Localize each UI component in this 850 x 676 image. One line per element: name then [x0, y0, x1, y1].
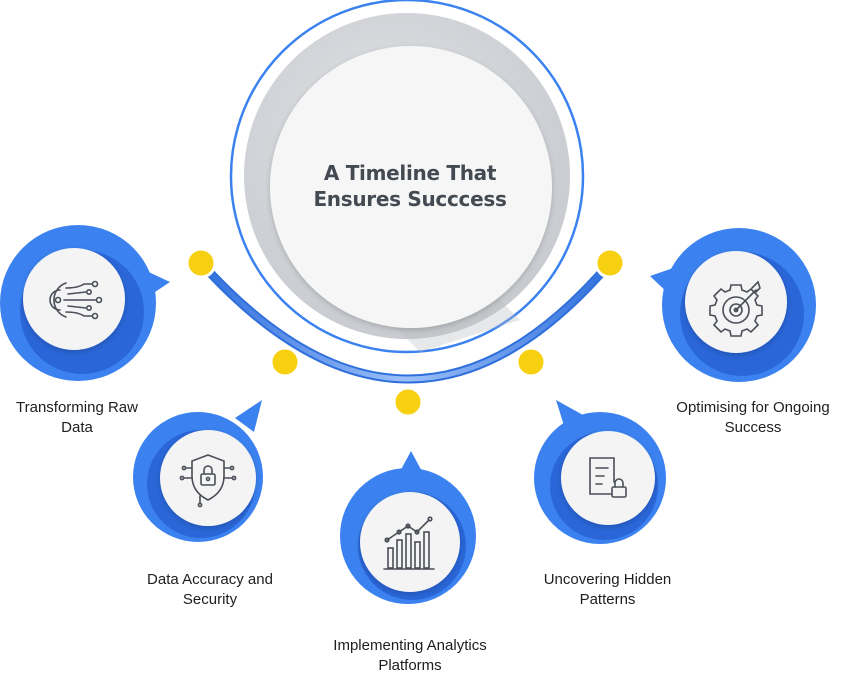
badge-inner-disc: [360, 492, 460, 592]
step-5-label: Optimising for Ongoing Success: [676, 399, 830, 436]
step-2-badge: [133, 400, 263, 542]
step-5-badge: [650, 228, 816, 382]
milestone-dot-5: [594, 247, 626, 279]
badge-pointer: [556, 400, 583, 432]
step-1-label: Transforming Raw Data: [16, 399, 138, 436]
bar-chart-trend-icon: [383, 516, 435, 570]
central-hub: [229, 0, 585, 354]
badge-inner-disc: [23, 248, 125, 350]
step-4-badge: [534, 400, 666, 544]
title-line-1: A Timeline That: [323, 161, 497, 185]
milestone-dot-3: [392, 386, 424, 418]
badge-inner-disc: [685, 251, 787, 353]
step-2-label: Data Accuracy and Security: [147, 571, 273, 608]
step-3-badge: [340, 451, 476, 604]
data-transform-icon: [49, 280, 103, 320]
milestone-dot-4: [515, 346, 547, 378]
step-4-label: Uncovering Hidden Patterns: [543, 571, 672, 608]
step-1-badge: [0, 225, 170, 381]
milestone-dot-1: [185, 247, 217, 279]
badge-inner-disc: [561, 431, 655, 525]
milestone-dots: [185, 247, 626, 418]
title-line-2: Ensures Succcess: [313, 187, 507, 211]
step-3-label: Implementing Analytics Platforms: [333, 637, 487, 674]
page-title: A Timeline That Ensures Succcess: [290, 160, 530, 212]
document-lock-icon: [589, 457, 627, 498]
milestone-dot-2: [269, 346, 301, 378]
shield-lock-icon: [179, 454, 237, 508]
gear-target-icon: [709, 280, 763, 337]
central-inner-disc: [270, 46, 552, 328]
badge-pointer: [235, 400, 262, 432]
timeline-arc: [198, 260, 613, 382]
